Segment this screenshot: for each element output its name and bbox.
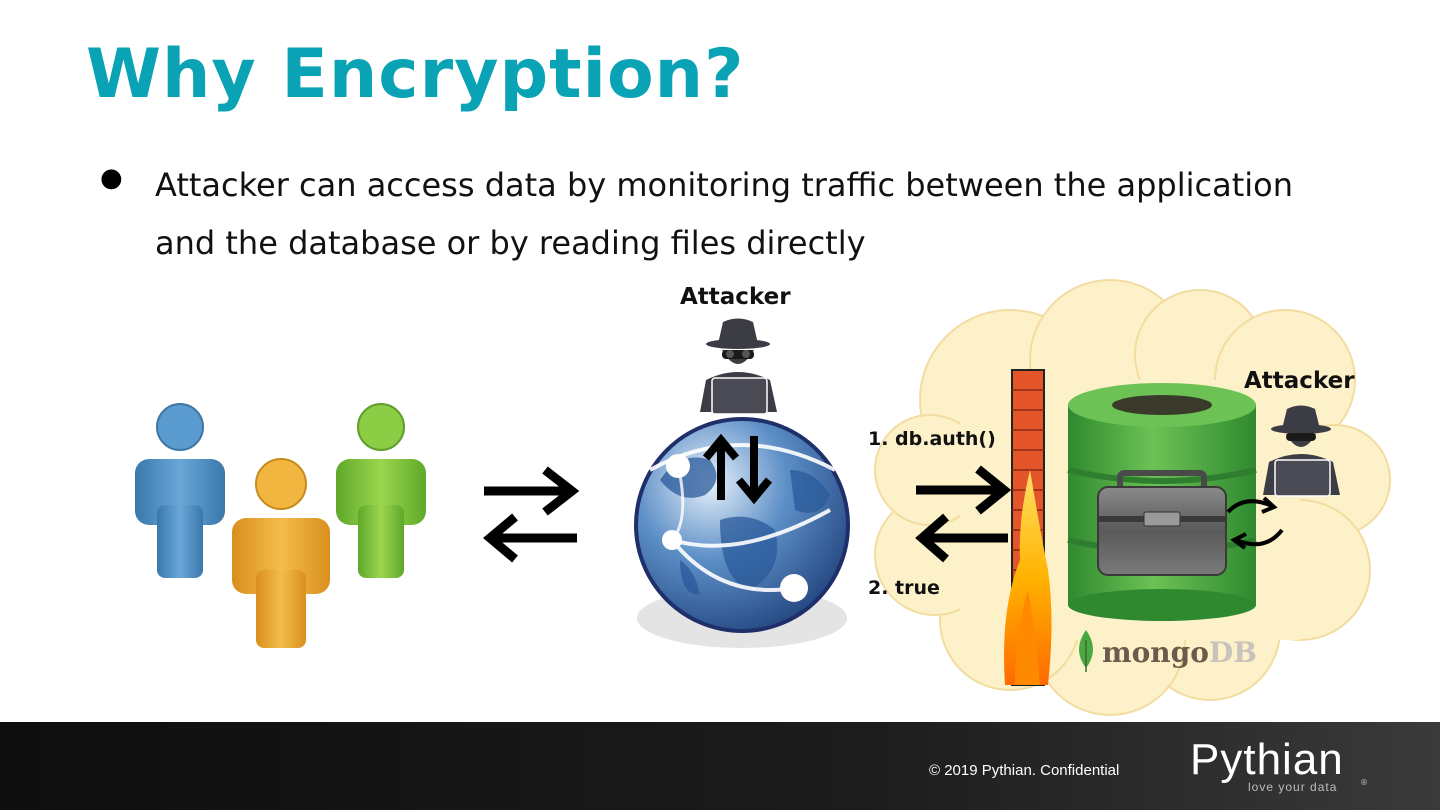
bullet-marker: ● bbox=[100, 163, 123, 193]
bidirectional-arrows-icon bbox=[915, 465, 1012, 563]
response-label: 2. true bbox=[868, 577, 940, 599]
request-label: 1. db.auth() bbox=[868, 428, 996, 450]
attacker-label-top: Attacker bbox=[680, 284, 791, 310]
toolbox-icon bbox=[1097, 470, 1227, 576]
up-down-arrows-icon bbox=[702, 433, 773, 505]
mongodb-leaf-icon bbox=[1079, 630, 1093, 672]
brand-logo-text: Pythian bbox=[1190, 735, 1344, 784]
registered-mark: ® bbox=[1360, 778, 1368, 787]
slide-title: Why Encryption? bbox=[86, 35, 745, 114]
bullet-text: Attacker can access data by monitoring t… bbox=[155, 166, 1293, 262]
architecture-diagram bbox=[135, 279, 1391, 716]
bidirectional-arrows-icon bbox=[483, 466, 580, 563]
mongodb-logo-text: mongoDB bbox=[1102, 636, 1257, 669]
globe-network-icon bbox=[634, 417, 850, 648]
spy-attacker-icon bbox=[1263, 405, 1340, 497]
mongodb-logo-main: mongo bbox=[1102, 636, 1209, 669]
user-blue-icon bbox=[135, 403, 225, 578]
user-orange-icon bbox=[232, 458, 330, 648]
copyright-text: © 2019 Pythian. Confidential bbox=[929, 762, 1120, 779]
sync-arrows-icon bbox=[1226, 496, 1284, 550]
spy-attacker-icon bbox=[700, 318, 777, 415]
slide-footer: © 2019 Pythian. Confidential Pythian lov… bbox=[0, 722, 1440, 810]
users-group-icon bbox=[135, 403, 426, 648]
firewall-icon bbox=[1004, 369, 1052, 686]
user-green-icon bbox=[336, 403, 426, 578]
attacker-label-right: Attacker bbox=[1244, 368, 1355, 394]
mongodb-logo-suffix: DB bbox=[1208, 636, 1257, 669]
brand-tagline: love your data bbox=[1248, 780, 1338, 794]
